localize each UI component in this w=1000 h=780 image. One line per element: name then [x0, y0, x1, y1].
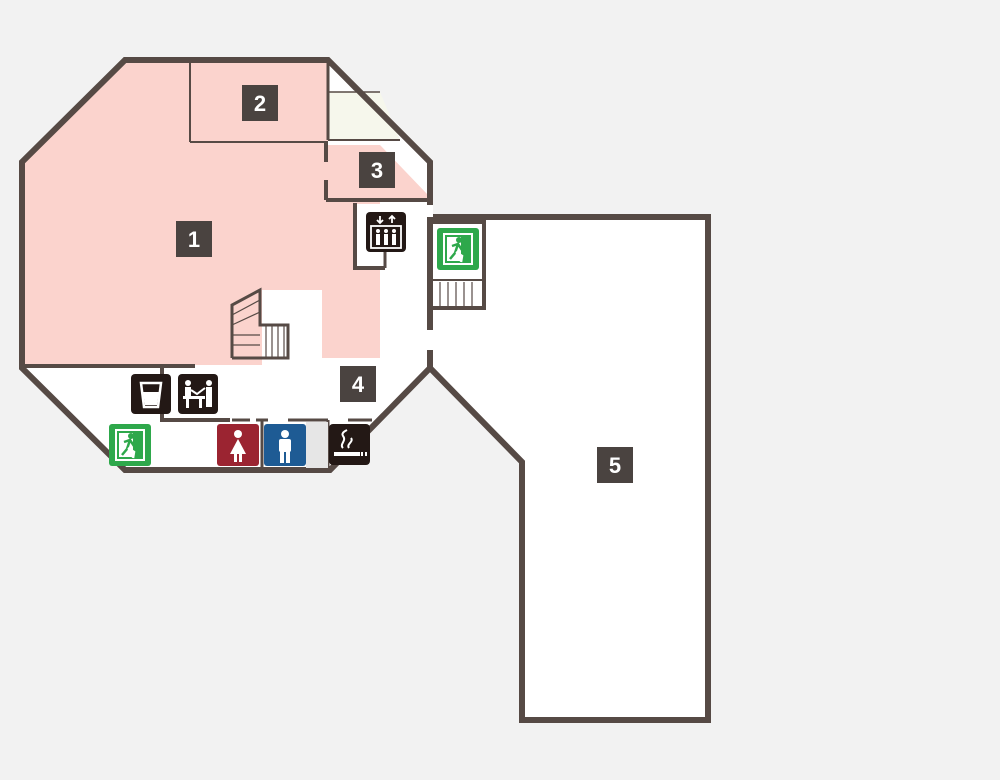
emergency-exit-icon[interactable]: [437, 228, 479, 270]
room-label-2[interactable]: 2: [242, 85, 278, 121]
outer-wall: [19, 57, 433, 473]
room-label-5[interactable]: 5: [597, 447, 633, 483]
elevator-icon[interactable]: [366, 212, 406, 252]
room-label-1[interactable]: 1: [176, 221, 212, 257]
door-opening: [427, 330, 433, 350]
door-opening: [427, 205, 433, 217]
smoking-area-icon[interactable]: [329, 424, 370, 465]
drinking-water-icon[interactable]: [131, 374, 171, 414]
svg-text:5: 5: [609, 453, 621, 478]
staircase: [231, 299, 285, 358]
emergency-exit-icon[interactable]: [109, 424, 151, 466]
womens-restroom-icon[interactable]: [217, 424, 259, 466]
svg-text:1: 1: [188, 227, 200, 252]
mens-restroom-icon[interactable]: [264, 424, 306, 466]
storage-area: [328, 92, 400, 140]
svg-text:3: 3: [371, 158, 383, 183]
room-label-4[interactable]: 4: [340, 366, 376, 402]
smoking-room-floor: [306, 422, 328, 468]
information-desk-icon[interactable]: [178, 374, 218, 414]
room-label-3[interactable]: 3: [359, 152, 395, 188]
svg-text:2: 2: [254, 91, 266, 116]
room-1-area[interactable]: [22, 60, 380, 365]
svg-text:4: 4: [352, 372, 365, 397]
main-building: [19, 57, 486, 473]
